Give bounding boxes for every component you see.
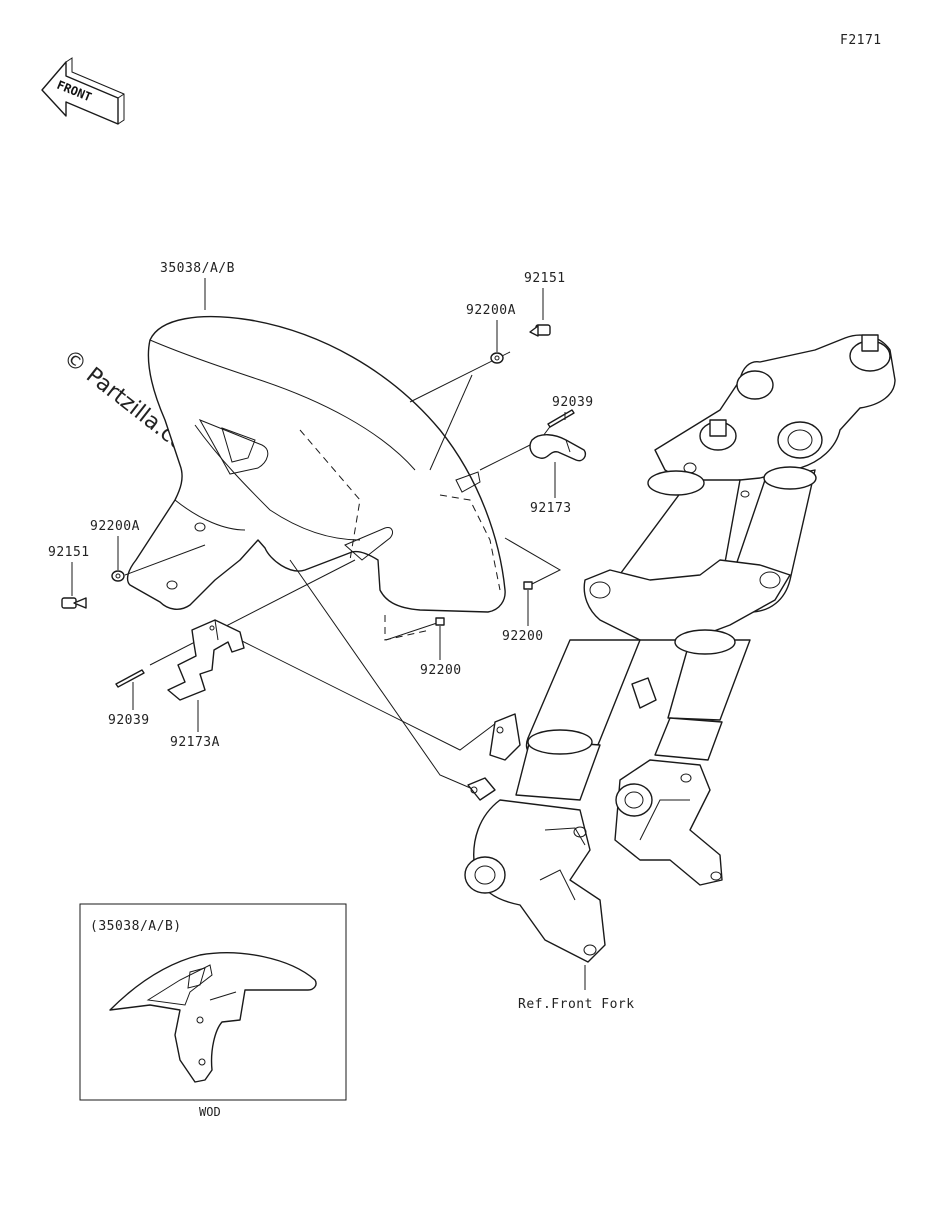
label-clamp-left: 92173A: [170, 735, 220, 750]
leader-nut-center: [385, 621, 441, 641]
label-reference: Ref.Front Fork: [518, 997, 635, 1012]
label-pin-right: 92039: [552, 395, 594, 410]
label-clamp-right: 92173: [530, 501, 572, 516]
figure-code: F2171: [840, 33, 882, 48]
leader-clamp-right: [479, 441, 537, 471]
label-screw-right: 92151: [524, 271, 566, 286]
label-pin-left: 92039: [108, 713, 150, 728]
leader-mount-upper: [239, 639, 501, 751]
screw-left-icon: [61, 597, 87, 609]
label-washer-left: 92200A: [90, 519, 140, 534]
label-washer-right: 92200A: [466, 303, 516, 318]
nut-center-icon: [435, 617, 445, 626]
label-nut-right: 92200: [502, 629, 544, 644]
inset-caption: WOD: [199, 1105, 221, 1119]
front-arrow-icon: FRONT: [41, 57, 125, 125]
front-fork: [464, 334, 896, 990]
leader-washer-right: [429, 374, 473, 471]
label-screw-left: 92151: [48, 545, 90, 560]
leader-washer-left: [124, 544, 206, 576]
pin-right-icon: [547, 409, 575, 428]
washer-left-icon: [111, 570, 125, 582]
clamp-right-icon: [529, 434, 587, 462]
inset-box: (35038/A/B) WOD: [79, 903, 347, 1119]
inset-title: (35038/A/B): [90, 919, 182, 934]
leader-clamp-left: [149, 559, 356, 666]
leader-nut-right: [504, 537, 562, 586]
screw-right-icon: [529, 324, 551, 337]
front-fender: [126, 315, 506, 641]
label-fender: 35038/A/B: [160, 261, 235, 276]
clamp-left-icon: [167, 619, 245, 701]
leader-mount-lower: [289, 559, 476, 791]
washer-right-icon: [490, 352, 504, 364]
pin-left-icon: [115, 669, 145, 688]
nut-right-icon: [523, 581, 533, 590]
label-nut-center: 92200: [420, 663, 462, 678]
